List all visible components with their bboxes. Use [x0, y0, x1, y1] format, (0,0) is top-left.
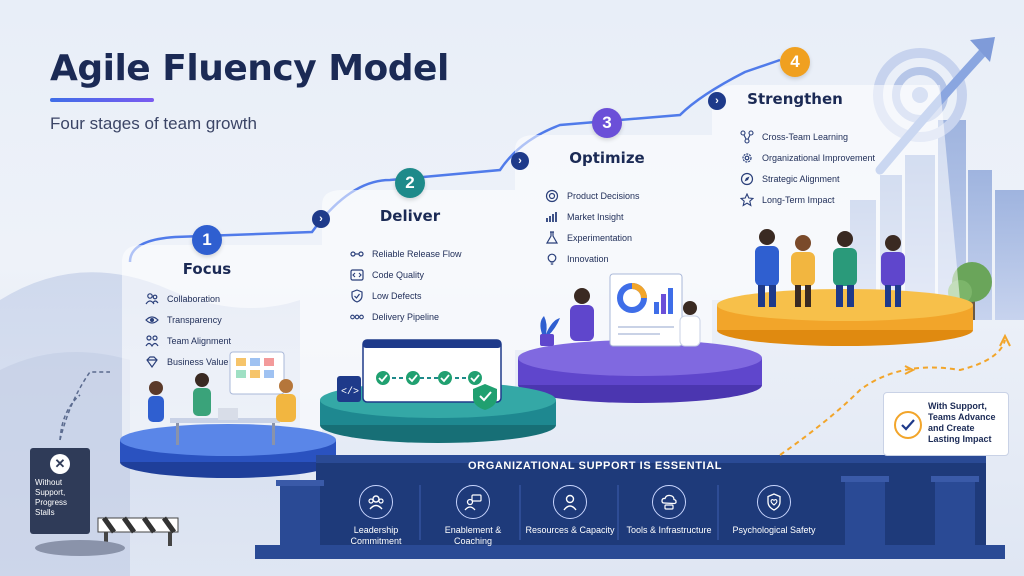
support-item: Tools & Infrastructure [624, 485, 714, 536]
shield-icon [351, 288, 363, 303]
support-item: Leadership Commitment [331, 485, 421, 547]
flow-icon [350, 250, 364, 257]
with-support-text: With Support, Teams Advance and Create L… [928, 401, 996, 444]
stage-3-badge: 3 [592, 108, 622, 138]
support-label: Resources & Capacity [525, 525, 615, 535]
leadership-icon [359, 485, 393, 519]
star-icon [740, 192, 754, 207]
stage-4-list: Cross-Team Learning Organizational Impro… [740, 126, 875, 210]
title-underline [50, 98, 154, 102]
item-label: Transparency [167, 314, 222, 325]
list-item: Team Alignment [145, 330, 231, 351]
chevron-right-icon: › [312, 210, 330, 228]
network-icon [740, 129, 754, 144]
eye-icon [145, 315, 159, 324]
stage-1-title: Focus [182, 260, 232, 278]
item-label: Long-Term Impact [762, 194, 835, 205]
list-item: Transparency [145, 309, 231, 330]
list-item: Organizational Improvement [740, 147, 875, 168]
support-item: Psychological Safety [729, 485, 819, 536]
code-icon [350, 268, 364, 281]
item-label: Delivery Pipeline [372, 311, 440, 322]
support-label: Leadership Commitment [350, 525, 402, 546]
resources-icon [553, 485, 587, 519]
item-label: Low Defects [372, 290, 422, 301]
stage-2-title: Deliver [379, 207, 441, 225]
item-label: Business Value [167, 356, 229, 367]
compass-icon [740, 172, 754, 185]
without-support-text: Without Support, Progress Stalls [35, 478, 68, 517]
item-label: Organizational Improvement [762, 152, 876, 163]
list-item: Innovation [545, 248, 640, 269]
diamond-icon [146, 355, 158, 368]
people-icon [145, 292, 159, 304]
stage-2-badge: 2 [395, 168, 425, 198]
page-title: Agile Fluency Model [50, 48, 449, 89]
team-meeting-illustration [148, 351, 296, 445]
stage-3-list: Product Decisions Market Insight Experim… [545, 185, 640, 269]
team-celebration-illustration [755, 229, 905, 307]
item-label: Reliable Release Flow [372, 248, 462, 259]
stage-1-badge: 1 [192, 225, 222, 255]
lightbulb-icon [547, 253, 557, 265]
support-label: Psychological Safety [732, 525, 816, 535]
list-item: Delivery Pipeline [350, 306, 462, 327]
coaching-icon [456, 485, 490, 519]
support-title: ORGANIZATIONAL SUPPORT IS ESSENTIAL [468, 460, 723, 472]
list-item: Cross-Team Learning [740, 126, 875, 147]
list-item: Strategic Alignment [740, 168, 875, 189]
list-item: Low Defects [350, 285, 462, 306]
stage-4-title: Strengthen [747, 90, 843, 108]
with-support-note: With Support, Teams Advance and Create L… [883, 392, 1009, 456]
chevron-right-icon: › [511, 152, 529, 170]
bar-chart-icon [546, 211, 557, 222]
gear-icon [742, 152, 752, 163]
list-item: Business Value [145, 351, 231, 372]
item-label: Innovation [567, 253, 609, 264]
support-item: Enablement & Coaching [428, 485, 518, 547]
without-support-note: ✕ Without Support, Progress Stalls [30, 448, 90, 534]
pipeline-illustration: </> [337, 339, 502, 410]
svg-text:</>: </> [341, 386, 359, 398]
stage-3-title: Optimize [569, 149, 645, 167]
list-item: Code Quality [350, 264, 462, 285]
item-label: Experimentation [567, 232, 633, 243]
list-item: Reliable Release Flow [350, 243, 462, 264]
list-item: Experimentation [545, 227, 640, 248]
list-item: Collaboration [145, 288, 231, 309]
chevron-right-icon: › [708, 92, 726, 110]
support-item: Resources & Capacity [525, 485, 615, 536]
item-label: Market Insight [567, 211, 624, 222]
item-label: Team Alignment [167, 335, 232, 346]
item-label: Cross-Team Learning [762, 131, 849, 142]
item-label: Collaboration [167, 293, 221, 304]
stage-1-list: Collaboration Transparency Team Alignmen… [145, 288, 231, 372]
support-label: Tools & Infrastructure [626, 525, 712, 535]
item-label: Code Quality [372, 269, 425, 280]
page-subtitle: Four stages of team growth [50, 114, 257, 133]
close-icon: ✕ [50, 454, 70, 474]
analytics-illustration [540, 273, 701, 347]
flask-icon [545, 230, 559, 244]
team-icon [145, 334, 159, 347]
pipeline-icon [350, 314, 364, 319]
item-label: Strategic Alignment [762, 173, 840, 184]
list-item: Market Insight [545, 206, 640, 227]
support-label: Enablement & Coaching [444, 525, 502, 546]
stage-2-list: Reliable Release Flow Code Quality Low D… [350, 243, 462, 327]
list-item: Product Decisions [545, 185, 640, 206]
target-icon [545, 189, 559, 202]
stage-4-badge: 4 [780, 47, 810, 77]
cloud-tools-icon [652, 485, 686, 519]
item-label: Product Decisions [567, 190, 640, 201]
check-circle-icon [894, 411, 922, 439]
heart-shield-icon [757, 485, 791, 519]
list-item: Long-Term Impact [740, 189, 875, 210]
